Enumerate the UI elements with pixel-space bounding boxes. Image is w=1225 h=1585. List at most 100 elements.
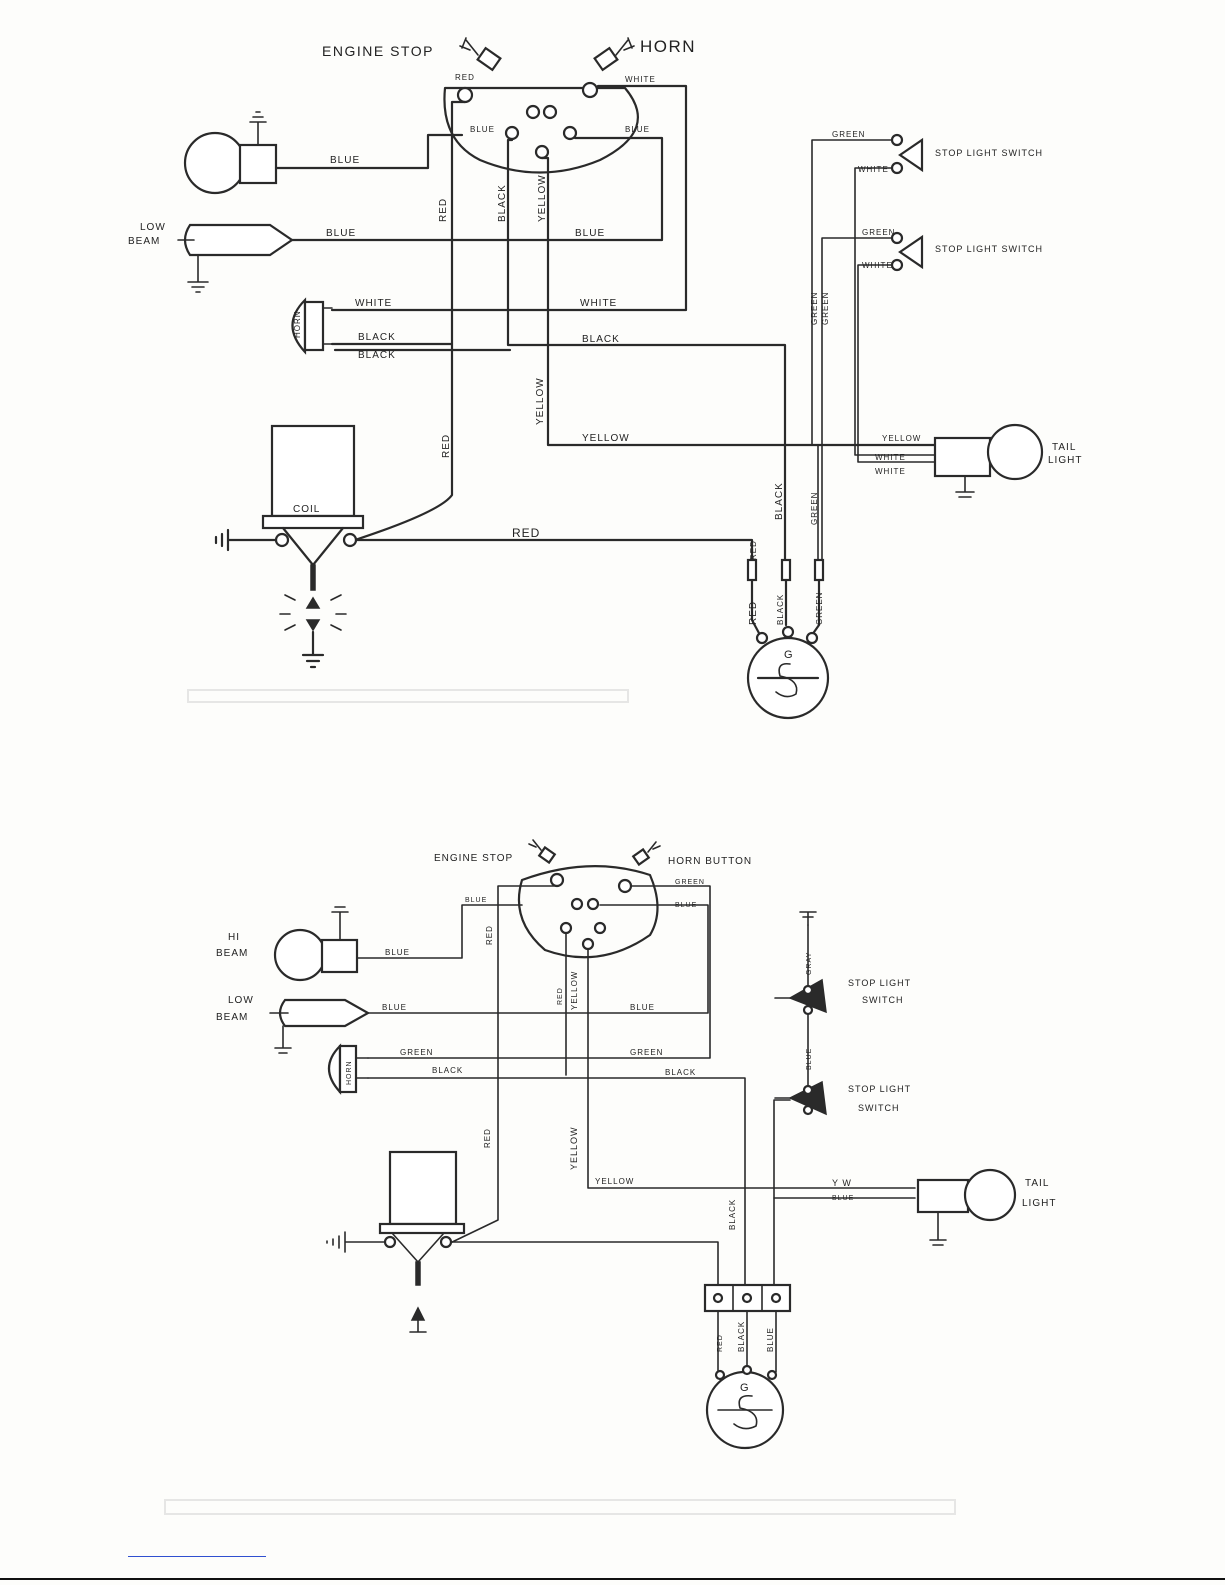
low-beam-bulb-icon <box>269 998 371 1054</box>
wire-label-black: BLACK <box>497 184 508 222</box>
wire-red-main <box>445 885 558 1246</box>
stop-light-switch-label: STOP LIGHT SWITCH <box>935 148 1043 158</box>
wire-label-yellow: YELLOW <box>569 1126 579 1170</box>
generator-label: G <box>784 649 794 661</box>
wire-label-y-w: Y W <box>832 1178 852 1188</box>
stop-light-switch-label-2: SWITCH <box>862 995 904 1005</box>
wire-label-blue: BLUE <box>465 897 487 904</box>
wire-label-red: RED <box>557 987 564 1005</box>
ground-symbol <box>799 911 817 926</box>
wire-label-red: RED <box>438 198 449 222</box>
wire-label-blue: BLUE <box>575 228 605 239</box>
switch-terminal <box>562 125 578 141</box>
wire-green-2 <box>821 237 893 581</box>
wire-red-generator <box>354 538 762 637</box>
wire-red-main <box>353 100 467 542</box>
wire-yellow <box>587 949 916 1189</box>
hi-beam-bulb-icon <box>273 906 359 982</box>
wire-label-black: BLACK <box>358 332 396 343</box>
switch-housing <box>443 86 639 174</box>
wire-label-green: GREEN <box>832 130 865 139</box>
horn-device-label: HORN <box>346 1060 353 1085</box>
wire-label-blue: BLUE <box>625 125 650 134</box>
wire-white-stop-2 <box>857 264 936 463</box>
horn-label: HORN <box>640 37 696 56</box>
wire-label-black: BLACK <box>432 1066 463 1075</box>
switch-terminal <box>549 872 565 888</box>
wire-label-red: RED <box>749 540 758 560</box>
wire-label-red: RED <box>748 601 759 625</box>
generator-icon <box>746 625 830 720</box>
switch-terminal <box>586 897 600 911</box>
ghost-text-bar <box>187 689 629 703</box>
wire-label-black: BLACK <box>728 1199 737 1230</box>
wire-white-stop-1 <box>854 167 936 456</box>
wire-label-green: GREEN <box>862 228 895 237</box>
wire-connector <box>780 558 792 582</box>
generator-label: G <box>740 1382 750 1394</box>
ignition-coil-icon <box>326 1150 466 1333</box>
horn-device-icon <box>327 1043 369 1095</box>
horn-button-icon <box>631 841 661 867</box>
engine-stop-label: ENGINE STOP <box>434 853 513 864</box>
wire-blue-low-beam <box>290 136 664 242</box>
headlight-bulb-icon <box>183 111 278 195</box>
wire-label-blue: BLUE <box>675 902 697 909</box>
switch-terminal <box>525 104 541 120</box>
wire-label-red: RED <box>455 73 475 82</box>
stop-light-switch-icon <box>890 231 924 272</box>
terminal-block-icon <box>703 1283 792 1313</box>
low-beam-label-2: BEAM <box>216 1012 248 1023</box>
wire-label-white: WHITE <box>625 75 656 84</box>
stop-light-switch-label-1: STOP LIGHT <box>848 1084 911 1094</box>
wire-blue-headlight <box>274 133 464 170</box>
wire-green-horn <box>367 885 711 1059</box>
coil-label: COIL <box>293 504 320 515</box>
engine-stop-button-icon <box>459 37 502 72</box>
wire-connector <box>813 558 825 582</box>
wire-label-green: GREEN <box>630 1048 663 1057</box>
wire-label-white: WHITE <box>580 298 617 309</box>
wire-red-coil <box>450 1241 719 1286</box>
tail-light-label-1: TAIL <box>1052 442 1076 453</box>
stop-light-switch-icon <box>774 978 827 1016</box>
switch-terminal <box>534 144 550 160</box>
wire-label-green: GREEN <box>400 1048 433 1057</box>
wire-label-green: GREEN <box>815 592 824 625</box>
stop-light-switch-icon <box>774 1080 827 1116</box>
wire-label-blue: BLUE <box>382 1003 407 1012</box>
horn-button-label: HORN BUTTON <box>668 856 752 867</box>
stop-light-switch-label: STOP LIGHT SWITCH <box>935 244 1043 254</box>
wire-green-1 <box>811 139 893 581</box>
wire-blue-tail <box>773 1197 916 1286</box>
tail-light-bulb-icon <box>916 1168 1017 1246</box>
wire-blue-low-beam <box>367 904 709 1014</box>
switch-terminal <box>504 125 520 141</box>
low-beam-label-2: BEAM <box>128 236 160 247</box>
wire-label-blue: BLUE <box>806 1048 813 1070</box>
wire-label-blue: BLUE <box>832 1195 854 1202</box>
hi-beam-label-2: BEAM <box>216 948 248 959</box>
tail-light-label-2: LIGHT <box>1022 1198 1056 1209</box>
switch-terminal <box>581 81 599 99</box>
wire-label-red: RED <box>483 1128 492 1148</box>
wire-label-black: BLACK <box>776 594 785 625</box>
wire-label-blue: BLUE <box>470 125 495 134</box>
switch-terminal <box>542 104 558 120</box>
wire-label-yellow: YELLOW <box>582 433 630 444</box>
wire-label-black: BLACK <box>582 334 620 345</box>
wire-label-red: RED <box>512 526 540 540</box>
wire-yellow <box>540 156 937 447</box>
ghost-text-bar <box>164 1499 956 1515</box>
wire-label-green: GREEN <box>810 292 819 325</box>
wire-label-yellow: YELLOW <box>570 971 579 1010</box>
wire-label-green: GREEN <box>821 292 830 325</box>
switch-terminal <box>581 937 595 951</box>
wire-black-main <box>506 138 787 582</box>
wire-label-black: BLACK <box>774 482 785 520</box>
wire-label-green: GREEN <box>810 492 819 525</box>
engine-stop-button-icon <box>528 839 557 865</box>
wire-blue-hi-beam <box>356 904 523 959</box>
switch-terminal <box>570 897 584 911</box>
wire-label-blue: BLUE <box>766 1327 775 1352</box>
